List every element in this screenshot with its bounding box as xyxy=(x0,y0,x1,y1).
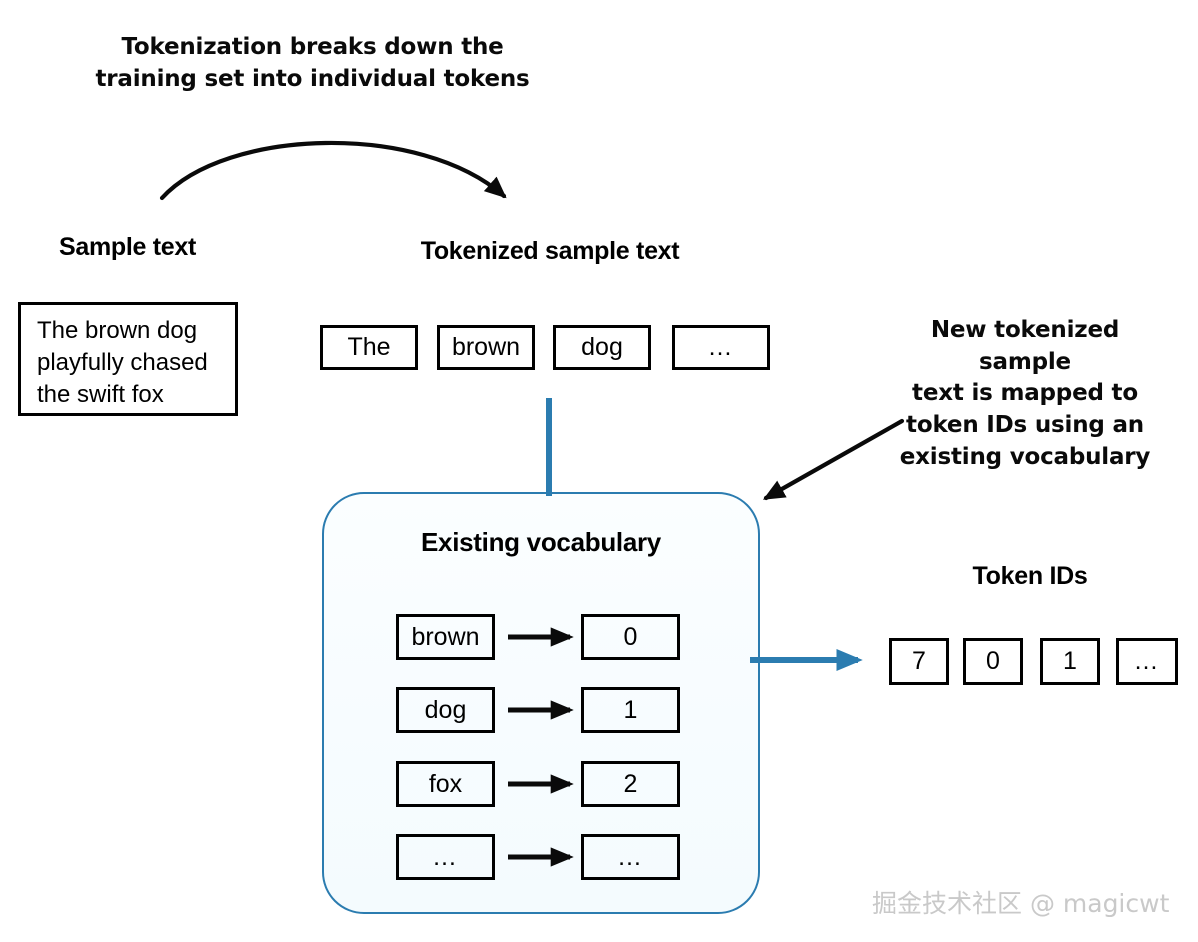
token-box: The xyxy=(320,325,418,370)
token-label: The xyxy=(347,333,391,361)
existing-vocabulary-title: Existing vocabulary xyxy=(421,527,661,557)
token-id-box: … xyxy=(1116,638,1178,685)
callout-mapping: New tokenized sample text is mapped to t… xyxy=(890,315,1160,474)
token-id-box: 7 xyxy=(889,638,949,685)
callout-tokenization: Tokenization breaks down the training se… xyxy=(60,32,565,95)
vocab-word-box: … xyxy=(396,834,495,880)
callout-mapping-line-3: token IDs using an xyxy=(906,412,1144,439)
sample-text-line-3: the swift fox xyxy=(37,380,164,408)
sample-text-box: The brown dog playfully chased the swift… xyxy=(18,302,238,416)
callout-mapping-line-1: New tokenized sample xyxy=(930,317,1120,375)
token-id-label: 0 xyxy=(986,647,1000,675)
token-id-label: … xyxy=(1133,647,1161,675)
vocab-id-box: 1 xyxy=(581,687,680,733)
vocab-id-label: 0 xyxy=(623,622,638,651)
token-label: brown xyxy=(451,333,521,361)
curved-arrow-tokenization xyxy=(159,140,507,201)
token-label: dog xyxy=(581,333,623,361)
vocab-id-box: 2 xyxy=(581,761,680,807)
token-ids-heading: Token IDs xyxy=(972,562,1088,590)
existing-vocabulary-panel xyxy=(322,492,760,914)
token-id-box: 0 xyxy=(963,638,1023,685)
token-id-label: 7 xyxy=(912,647,926,675)
vocab-id-label: 1 xyxy=(623,695,638,724)
vocab-word-label: dog xyxy=(424,695,467,724)
token-label: … xyxy=(707,333,735,361)
sample-text-line-1: The brown dog xyxy=(37,317,198,344)
token-id-box: 1 xyxy=(1040,638,1100,685)
token-id-label: 1 xyxy=(1063,647,1077,675)
vocab-word-box: fox xyxy=(396,761,495,807)
tokenized-sample-text-heading: Tokenized sample text xyxy=(420,237,680,265)
vocab-word-box: brown xyxy=(396,614,495,660)
callout-mapping-line-2: text is mapped to xyxy=(912,380,1138,407)
callout-mapping-line-4: existing vocabulary xyxy=(899,443,1151,470)
token-box: … xyxy=(672,325,770,370)
sample-text-line-2: playfully chased xyxy=(37,348,208,376)
watermark: 掘金技术社区 @ magicwt xyxy=(872,889,1170,918)
vocab-word-label: brown xyxy=(411,622,480,651)
vocab-word-label: fox xyxy=(428,769,463,798)
callout-tokenization-line-2: training set into individual tokens xyxy=(95,65,530,92)
vocab-id-label: … xyxy=(617,842,644,871)
sample-text-heading: Sample text xyxy=(58,233,197,261)
callout-tokenization-line-1: Tokenization breaks down the xyxy=(121,34,504,60)
arrow-mapping-to-vocabulary xyxy=(762,418,905,501)
token-box: brown xyxy=(437,325,535,370)
vocab-id-box: … xyxy=(581,834,680,880)
token-box: dog xyxy=(553,325,651,370)
vocab-word-label: … xyxy=(432,842,459,871)
vocab-word-box: dog xyxy=(396,687,495,733)
vocab-id-label: 2 xyxy=(623,769,638,798)
vocab-id-box: 0 xyxy=(581,614,680,660)
